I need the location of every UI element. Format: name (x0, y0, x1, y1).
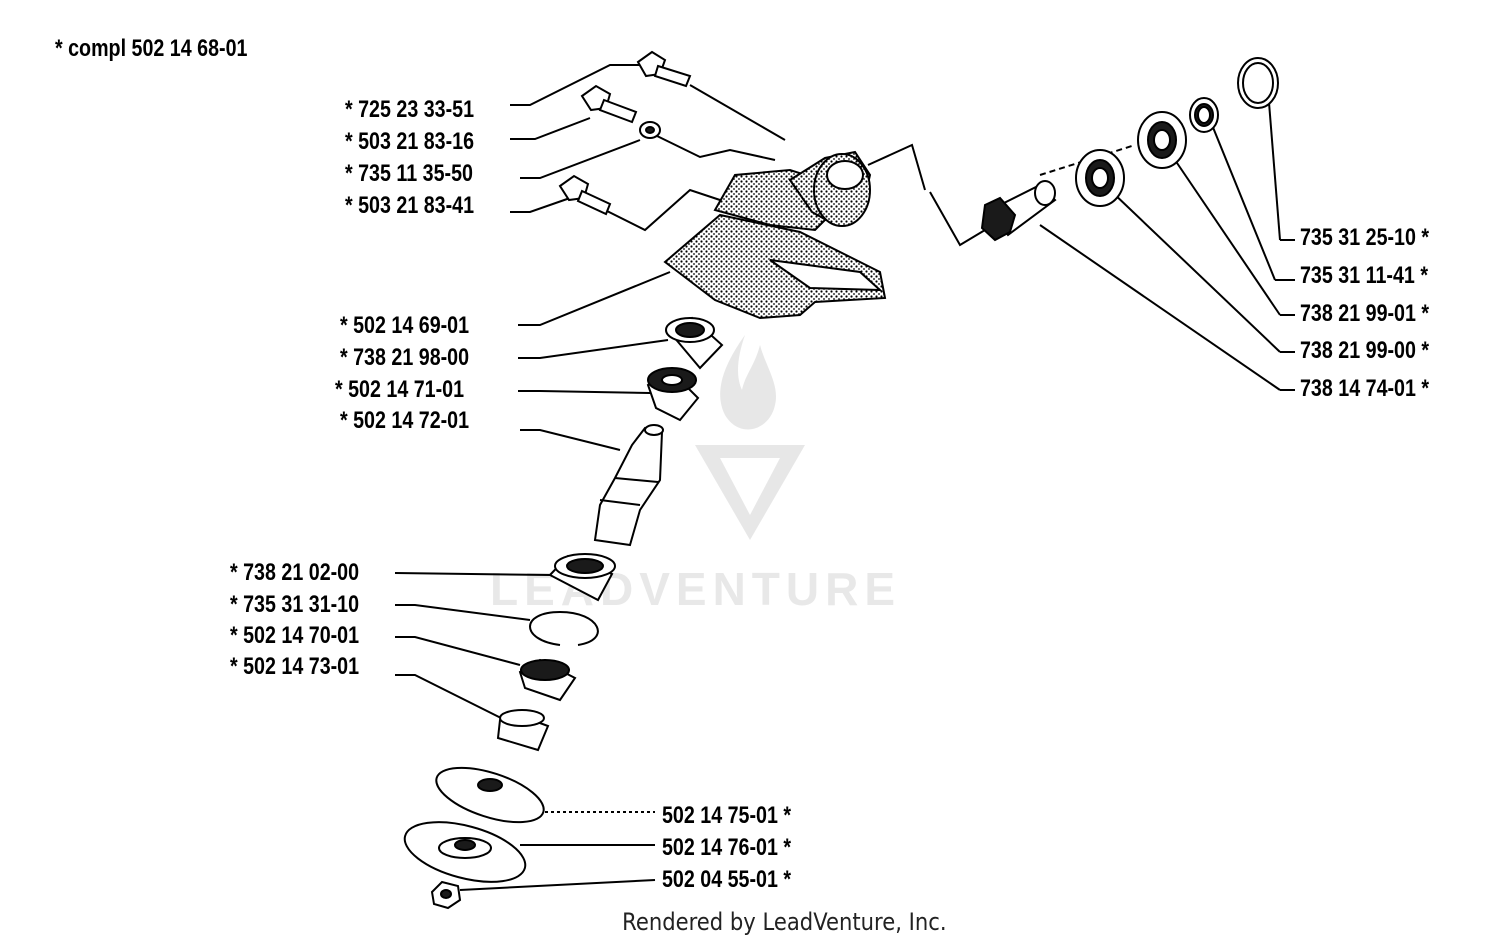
leader-lines (394, 64, 1295, 891)
footer-credit: Rendered by LeadVenture, Inc. (622, 909, 946, 937)
left-part-labels: * 725 23 33-51 * 503 21 83-16 * 735 11 3… (230, 95, 474, 679)
right-part-labels: 735 31 25-10 * 735 31 11-41 * 738 21 99-… (662, 223, 1429, 892)
part-label-502-14-70-01: * 502 14 70-01 (230, 621, 359, 648)
part-label-738-14-74-01: 738 14 74-01 * (1300, 374, 1429, 401)
part-label-502-14-71-01: * 502 14 71-01 (335, 375, 464, 402)
part-label-738-21-99-01: 738 21 99-01 * (1300, 299, 1429, 326)
gear-housing-502-14-69-01 (663, 150, 887, 320)
part-label-738-21-98-00: * 738 21 98-00 (340, 343, 469, 370)
washer-735-11-35-50 (639, 121, 661, 139)
bushing-502-14-70-01 (518, 658, 577, 702)
screw-503-21-83-41 (558, 174, 612, 216)
part-label-502-04-55-01: 502 04 55-01 * (662, 865, 791, 892)
nut-502-04-55-01 (430, 880, 462, 910)
part-label-502-14-73-01: * 502 14 73-01 (230, 652, 359, 679)
part-label-503-21-83-16: * 503 21 83-16 (345, 127, 474, 154)
part-label-502-14-76-01: 502 14 76-01 * (662, 833, 791, 860)
bearing-738-21-99-00 (1075, 149, 1125, 207)
part-label-735-31-11-41: 735 31 11-41 * (1300, 261, 1428, 288)
circlip-735-31-31-10 (529, 610, 599, 646)
gear-502-14-71-01 (646, 367, 700, 422)
shaft-502-14-72-01 (593, 424, 664, 547)
circlip-735-31-25-10 (1237, 57, 1279, 109)
part-label-725-23-33-51: * 725 23 33-51 (345, 95, 474, 122)
part-label-502-14-75-01: 502 14 75-01 * (662, 801, 791, 828)
bearing-738-21-98-00 (665, 316, 724, 370)
part-label-735-11-35-50: * 735 11 35-50 (345, 159, 473, 186)
thrust-washer-502-14-76-01 (403, 821, 527, 883)
part-label-502-14-69-01: * 502 14 69-01 (340, 311, 469, 338)
support-cup-502-14-75-01 (435, 766, 545, 824)
watermark-text: LEADVENTURE (490, 563, 901, 615)
pinion-gear-738-14-74-01 (980, 180, 1057, 242)
part-label-738-21-99-00: 738 21 99-00 * (1300, 336, 1429, 363)
sleeve-502-14-73-01 (496, 709, 550, 752)
part-label-735-31-25-10: 735 31 25-10 * (1300, 223, 1429, 250)
bearing-738-21-99-01 (1137, 111, 1187, 169)
part-label-735-31-31-10: * 735 31 31-10 (230, 590, 359, 617)
part-label-502-14-72-01: * 502 14 72-01 (340, 406, 469, 433)
bearing-738-21-02-00 (548, 553, 616, 602)
assembly-note: * compl 502 14 68-01 (55, 34, 247, 61)
screw-503-21-83-16 (580, 84, 638, 124)
screw-725-23-33-51 (636, 50, 692, 88)
shim-735-31-11-41 (1189, 97, 1219, 133)
part-label-738-21-02-00: * 738 21 02-00 (230, 558, 359, 585)
part-label-503-21-83-41: * 503 21 83-41 (345, 191, 474, 218)
